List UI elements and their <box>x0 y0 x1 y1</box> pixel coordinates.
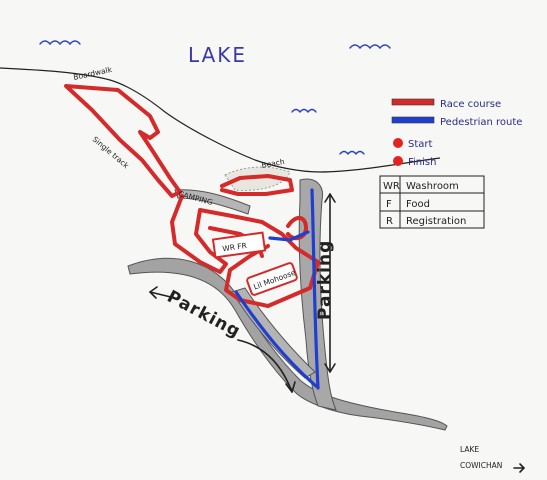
parking-left-arrow <box>149 291 176 299</box>
parking-right-label: Parking <box>315 240 335 320</box>
legend-race-swatch <box>391 98 435 106</box>
legend-row-meaning: Washroom <box>406 181 459 192</box>
water-marks <box>39 40 391 156</box>
building-wrfr-label: WR FR <box>222 241 248 253</box>
single-track-label: Single track <box>91 135 131 171</box>
shoreline <box>0 67 441 173</box>
parking-right-arrowhead-top <box>324 193 336 203</box>
building-lil-mohoose: Lil Mohoose <box>246 262 298 296</box>
building-wrfr: WR FR <box>211 231 267 259</box>
lake-cowichan-line2: COWICHAN <box>460 461 502 470</box>
parking-down-arrowhead <box>285 381 296 393</box>
legend-race-label: Race course <box>440 99 501 110</box>
beach-label: Beach <box>261 157 286 170</box>
race-course-boardwalk-loop <box>64 84 182 198</box>
wave-mark <box>349 44 391 50</box>
legend-row-code: F <box>386 199 392 210</box>
legend: Race course Pedestrian route Start Finis… <box>379 98 522 229</box>
legend-row-meaning: Food <box>406 199 430 210</box>
legend-finish-marker <box>393 156 403 166</box>
road-camping <box>174 189 251 215</box>
legend-start-marker <box>393 138 403 148</box>
wave-mark <box>39 40 81 46</box>
pedestrian-route-diagonal <box>234 290 318 388</box>
race-course-beach-loop <box>220 174 294 196</box>
legend-row-code: WR <box>383 181 400 192</box>
lake-cowichan-arrow <box>513 463 526 473</box>
pedestrian-route-branch <box>268 230 310 242</box>
parking-left-arrowhead <box>149 286 158 299</box>
wave-mark <box>291 108 317 114</box>
parking-right-arrowhead-bottom <box>324 363 336 373</box>
parking-down-arrow <box>237 339 293 393</box>
road-diagonal <box>231 287 316 379</box>
lake-label: LAKE <box>188 43 247 67</box>
wave-mark <box>339 150 365 156</box>
legend-row-meaning: Registration <box>406 216 466 227</box>
road-right <box>298 178 337 411</box>
lake-cowichan-line1: LAKE <box>460 445 479 454</box>
pedestrian-route-right <box>310 188 320 390</box>
legend-pedestrian-swatch <box>391 116 435 124</box>
race-course-main-loop <box>170 194 320 308</box>
arrows <box>149 193 526 473</box>
legend-start-label: Start <box>408 139 433 150</box>
pedestrian-route <box>234 188 320 390</box>
roads <box>127 178 448 431</box>
legend-row-code: R <box>386 216 393 227</box>
legend-finish-label: Finish <box>408 157 436 168</box>
legend-pedestrian-label: Pedestrian route <box>440 117 522 128</box>
legend-table <box>379 175 485 229</box>
